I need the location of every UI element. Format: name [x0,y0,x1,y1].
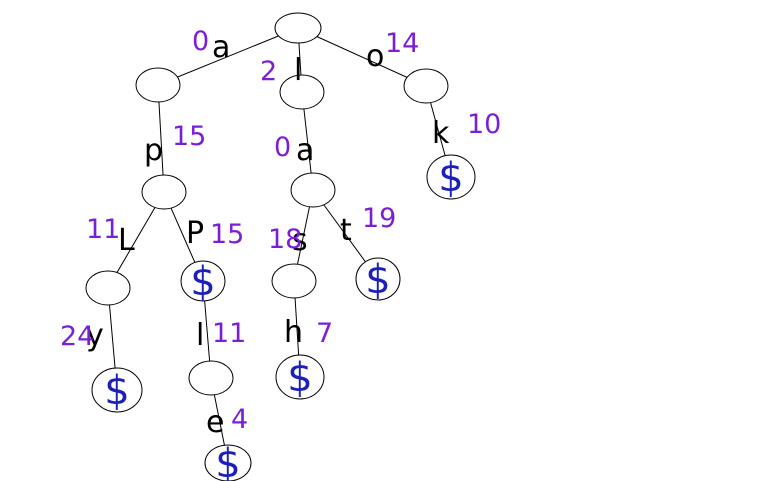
end-of-word-marker: $ [438,155,463,201]
trie-node [290,172,336,208]
trie-node [188,360,234,396]
node-circle [204,444,252,481]
node-circle [180,260,226,302]
trie-node [135,67,181,103]
edge-char-label: l [294,53,302,88]
edge-number-label: 15 [172,121,206,152]
trie-node [403,68,449,104]
node-circle [403,68,449,104]
edge-number-label: 19 [362,203,396,234]
edge-number-label: 11 [212,318,246,349]
edge-char-label: a [296,133,314,168]
edge-char-label: e [206,405,224,440]
node-circle [355,257,401,301]
edge-number-label: 24 [60,321,94,352]
node-circle [290,172,336,208]
end-of-word-marker: $ [365,257,390,303]
edge-char-label: h [284,315,303,350]
edge-number-label: 10 [467,109,501,140]
node-circle [426,154,476,200]
edge-char-label: k [432,116,450,151]
node-circle [274,12,322,44]
edge-char-label: s [292,223,308,258]
node-circle [279,74,325,110]
trie-edge-n-ap [157,84,165,193]
edge-char-label: y [86,318,104,353]
trie-terminal-node: $ [355,257,401,303]
edge-char-label: l [196,318,204,353]
edge-number-label: 0 [274,132,291,163]
edge-number-label: 4 [231,404,248,435]
node-circle [188,360,234,396]
edge-number-label: 2 [260,56,277,87]
edge-number-label: 7 [316,318,333,349]
edge-number-label: 14 [385,28,419,59]
trie-node [274,12,322,44]
trie-terminal-node: $ [426,154,476,201]
trie-node [141,174,187,210]
edge-number-label: 0 [192,26,209,57]
node-circle [91,367,143,413]
trie-terminal-node: $ [180,259,226,305]
node-circle [271,263,317,299]
trie-edge-n-a [157,27,299,86]
node-circle [275,354,325,400]
edge-char-label: P [186,216,204,251]
edge-char-label: L [118,223,135,258]
end-of-word-marker: $ [215,441,240,481]
trie-node [271,263,317,299]
trie-terminal-node: $ [275,354,325,401]
end-of-word-marker: $ [104,368,129,414]
end-of-word-marker: $ [287,355,312,401]
trie-node [85,270,131,306]
edge-number-label: 11 [86,214,120,245]
node-circle [141,174,187,210]
edge-char-label: o [366,39,384,74]
trie-node [279,74,325,110]
end-of-word-marker: $ [190,259,215,305]
edge-char-label: a [212,30,230,65]
edge-char-label: p [144,133,163,168]
trie-terminal-node: $ [91,367,143,414]
trie-edge-n-apl [107,191,165,289]
edge-char-label: t [340,213,352,248]
trie-terminal-node: $ [204,441,252,481]
node-circle [135,67,181,103]
edge-number-label: 18 [268,224,302,255]
nodes-layer: $ $ $ $ $ $ [85,12,476,481]
trie-edge-n-o [297,27,427,87]
node-circle [85,270,131,306]
edge-number-label: 15 [210,219,244,250]
